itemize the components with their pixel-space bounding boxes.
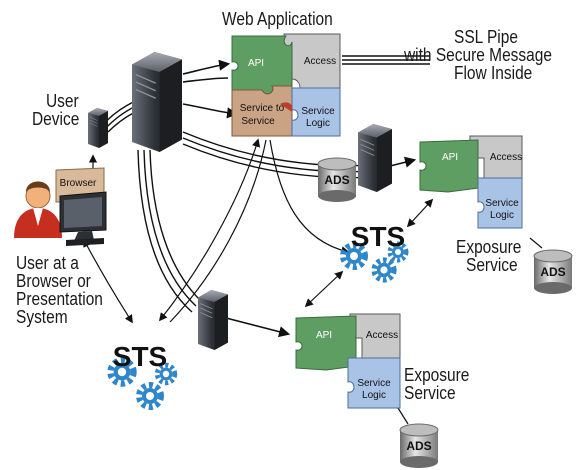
database-icon [533, 249, 573, 294]
api-label: API [316, 330, 332, 341]
exposure-service-2-label-line1: Exposure [404, 365, 470, 385]
user-device-label-line2: Device [32, 109, 80, 129]
user-icon [14, 181, 62, 238]
connection-lines [83, 55, 543, 425]
access-label: Access [366, 330, 398, 341]
puzzle-piece-api [419, 139, 479, 193]
service-to-service-label-2: Service [241, 116, 275, 127]
user-label-line2: Browser or [16, 271, 91, 291]
user-label-line1: User at a [16, 253, 79, 273]
web-application-puzzle [231, 33, 341, 137]
puzzle-piece-service-logic [477, 177, 523, 229]
ads-label: ADS [324, 173, 349, 187]
user-label-line4: System [16, 307, 68, 327]
exposure-service-1-puzzle [419, 135, 523, 229]
database-icon [399, 423, 439, 468]
service-logic-label-2: Logic [490, 210, 514, 221]
ssl-pipe-label-line2: with Secure Message [404, 45, 553, 65]
server-icon [357, 123, 393, 193]
service-logic-label-2: Logic [306, 118, 330, 129]
service-logic-label-1: Service [485, 198, 519, 209]
service-to-service-label-1: Service to [240, 103, 285, 114]
service-logic-label-1: Service [357, 378, 391, 389]
sts-badge-right: STS [351, 221, 405, 252]
user-device-label-line1: User [46, 91, 79, 111]
ads-label: ADS [406, 439, 431, 453]
puzzle-piece-service-logic [347, 357, 401, 409]
api-label: API [442, 152, 458, 163]
exposure-service-2-label-line2: Service [404, 383, 456, 403]
puzzle-piece-service-logic [291, 87, 341, 137]
exposure-service-1-label-line2: Service [466, 255, 518, 275]
ssl-pipe-label-line1: SSL Pipe [454, 27, 518, 47]
browser-label: Browser [60, 178, 97, 189]
access-label: Access [490, 152, 522, 163]
service-logic-label-2: Logic [362, 390, 386, 401]
web-application-label: Web Application [222, 9, 333, 29]
server-icon [197, 289, 229, 351]
puzzle-piece-api [295, 315, 357, 371]
sts-badge-left: STS [113, 341, 167, 372]
user-label-line3: Presentation [16, 289, 103, 309]
exposure-service-2-puzzle [295, 313, 401, 409]
server-icon [131, 51, 183, 153]
monitor-icon [59, 191, 107, 246]
database-icon [317, 157, 357, 202]
service-logic-label-1: Service [301, 106, 335, 117]
access-label: Access [304, 56, 336, 67]
ssl-pipe-label-line3: Flow Inside [454, 63, 533, 83]
exposure-service-1-label-line1: Exposure [456, 237, 522, 257]
server-icon [87, 107, 109, 149]
ads-label: ADS [540, 265, 565, 279]
api-label: API [248, 58, 264, 69]
